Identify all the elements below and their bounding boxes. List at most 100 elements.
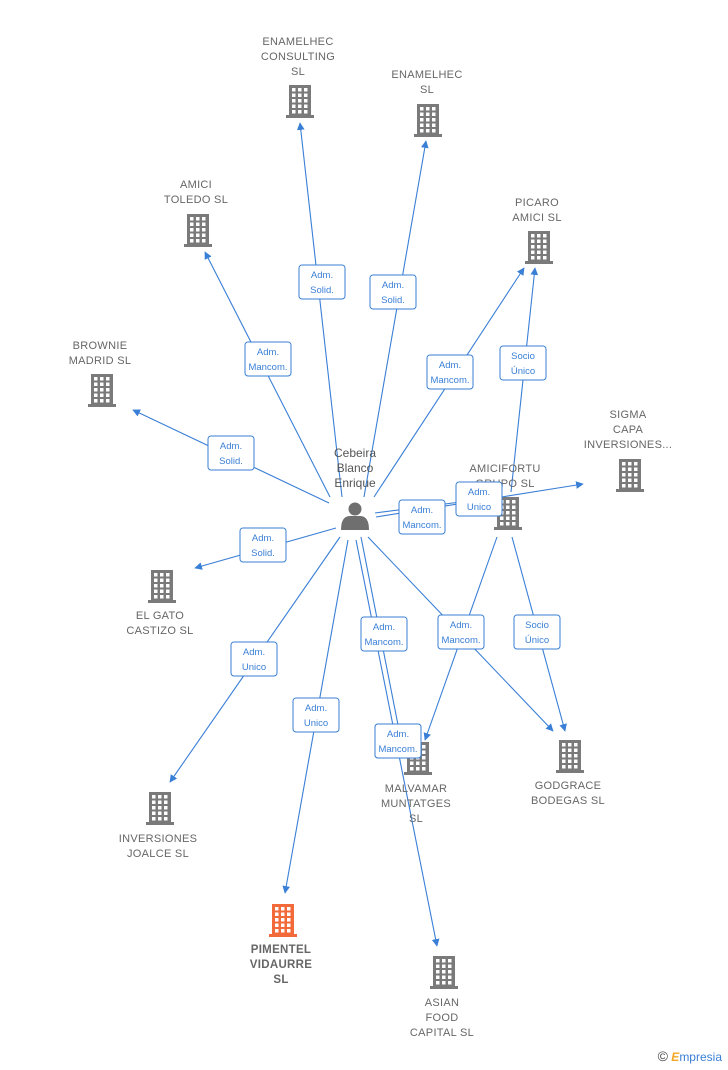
edge-label-text: Socio xyxy=(525,620,549,631)
company-name-line: SIGMA xyxy=(610,409,647,421)
edge-label-person-to-amicifortu-grupo[interactable]: Adm.Unico xyxy=(455,481,503,517)
building-icon xyxy=(414,104,442,137)
edge-label-person-to-malvamar-muntatges[interactable]: Adm. Mancom. xyxy=(360,616,408,652)
company-name-line: SL xyxy=(420,84,434,96)
company-node-brownie-madrid[interactable]: BROWNIE MADRID SL xyxy=(69,340,132,407)
company-name-line: PIMENTEL xyxy=(251,944,312,956)
edge-label-text: Mancom. xyxy=(248,362,287,373)
company-name-line: AMICI xyxy=(180,179,212,191)
edge-label-text: Mancom. xyxy=(364,637,403,648)
edge-label-text: Adm. xyxy=(220,441,242,452)
company-name-line: INVERSIONES xyxy=(119,833,198,845)
edge-label-text: Solid. xyxy=(381,295,405,306)
brand-name: mpresia xyxy=(679,1050,722,1064)
company-node-inversiones-joalce[interactable]: INVERSIONES JOALCE SL xyxy=(119,792,198,860)
edge-label-text: Mancom. xyxy=(430,375,469,386)
company-name-line: AMICI SL xyxy=(512,212,561,224)
company-name-line: ENAMELHEC xyxy=(391,69,462,81)
company-node-el-gato-castizo[interactable]: EL GATO CASTIZO SL xyxy=(126,570,193,637)
edge-line-person-to-enamelhec-consulting xyxy=(296,122,343,498)
edge-label-person-to-el-gato-castizo[interactable]: Adm. Solid. xyxy=(239,527,287,563)
company-node-sigma-capa[interactable]: SIGMA CAPA INVERSIONES... xyxy=(584,409,673,492)
edge-label-person-to-pimentel-vidaurre[interactable]: Adm.Unico xyxy=(292,697,340,733)
edge-label-person-to-amici-toledo[interactable]: Adm. Mancom. xyxy=(244,341,292,377)
edge-label-text: Adm. xyxy=(311,270,333,281)
edge-labels-layer: Adm. Solid. Adm. Solid. Adm. Mancom. Adm. Manco… xyxy=(207,264,561,759)
company-name-line: CAPA xyxy=(613,424,644,436)
edge-label-text: Adm. xyxy=(450,620,472,631)
company-node-asian-food-capital[interactable]: ASIAN FOOD CAPITAL SL xyxy=(410,956,474,1039)
edge-label-text: Unico xyxy=(467,502,491,513)
edge-label-person-to-brownie-madrid[interactable]: Adm. Solid. xyxy=(207,435,255,471)
company-node-amici-toledo[interactable]: AMICI TOLEDO SL xyxy=(164,179,228,247)
company-name-line: TOLEDO SL xyxy=(164,194,228,206)
edge-label-person-to-picaro-amici[interactable]: Adm. Mancom. xyxy=(426,354,474,390)
company-name-line: JOALCE SL xyxy=(127,848,189,860)
company-name-line: AMICIFORTU xyxy=(469,463,540,475)
edge-label-person-to-inversiones-joalce[interactable]: Adm.Unico xyxy=(230,641,278,677)
edge-label-text: Adm. xyxy=(439,360,461,371)
company-node-enamelhec[interactable]: ENAMELHEC SL xyxy=(391,69,462,137)
edge-label-person-to-godgrace-bodegas[interactable]: Adm.Mancom. xyxy=(437,614,485,650)
company-name-line: CONSULTING xyxy=(261,51,335,63)
company-name-line: SL xyxy=(409,813,423,825)
edge-label-text: Solid. xyxy=(251,548,275,559)
building-icon xyxy=(286,85,314,118)
company-name-line: BODEGAS SL xyxy=(531,795,605,807)
edge-label-text: Unico xyxy=(304,718,328,729)
company-name-line: EL GATO xyxy=(136,610,184,622)
company-name-line: GODGRACE xyxy=(535,780,602,792)
company-name-line: FOOD xyxy=(426,1012,459,1024)
building-icon xyxy=(525,231,553,264)
copyright-footer[interactable]: © Empresia xyxy=(658,1048,722,1064)
edge-label-text: Solid. xyxy=(219,456,243,467)
edge-label-text: Único xyxy=(511,366,535,377)
company-name-line: CASTIZO SL xyxy=(126,625,193,637)
brand-initial: E xyxy=(671,1050,680,1064)
edge-label-text: Adm. xyxy=(243,647,265,658)
company-name-line: SL xyxy=(273,974,288,986)
edge-label-text: Socio xyxy=(511,351,535,362)
company-name-line: MALVAMAR xyxy=(385,783,448,795)
company-name-line: MADRID SL xyxy=(69,355,132,367)
company-node-godgrace-bodegas[interactable]: GODGRACE BODEGAS SL xyxy=(531,740,605,807)
company-name-line: ASIAN xyxy=(425,997,460,1009)
building-icon xyxy=(88,374,116,407)
building-icon xyxy=(184,214,212,247)
edge-line-person-to-enamelhec xyxy=(363,140,429,498)
person-name-line: Enrique xyxy=(334,476,376,490)
company-node-picaro-amici[interactable]: PICARO AMICI SL xyxy=(512,197,561,264)
edge-label-text: Único xyxy=(525,635,549,646)
company-name-line: BROWNIE xyxy=(73,340,128,352)
edge-label-text: Adm. xyxy=(387,729,409,740)
edge-label-person-to-sigma-capa[interactable]: Adm.Mancom. xyxy=(398,499,446,535)
company-node-malvamar-muntatges[interactable]: MALVAMAR MUNTATGES SL xyxy=(381,742,451,825)
edge-label-amicifortu-grupo-to-malvamar-muntatges[interactable]: Adm.Mancom. xyxy=(374,723,422,759)
company-name-line: PICARO xyxy=(515,197,559,209)
building-icon xyxy=(616,459,644,492)
edge-label-text: Adm. xyxy=(382,280,404,291)
person-name-line: Blanco xyxy=(337,461,374,475)
building-icon xyxy=(146,792,174,825)
person-icon xyxy=(341,502,369,530)
company-name-line: ENAMELHEC xyxy=(262,36,333,48)
edge-label-person-to-enamelhec[interactable]: Adm. Solid. xyxy=(369,274,417,310)
edge-label-text: Adm. xyxy=(257,347,279,358)
building-icon xyxy=(556,740,584,773)
edge-label-text: Adm. xyxy=(373,622,395,633)
company-name-line: CAPITAL SL xyxy=(410,1027,474,1039)
building-icon xyxy=(148,570,176,603)
company-name-line: MUNTATGES xyxy=(381,798,451,810)
edge-label-person-to-enamelhec-consulting[interactable]: Adm.Solid. xyxy=(298,264,346,300)
building-icon xyxy=(269,904,297,937)
edge-label-text: Adm. xyxy=(411,505,433,516)
edge-label-text: Adm. xyxy=(252,533,274,544)
company-name-line: INVERSIONES... xyxy=(584,439,673,451)
